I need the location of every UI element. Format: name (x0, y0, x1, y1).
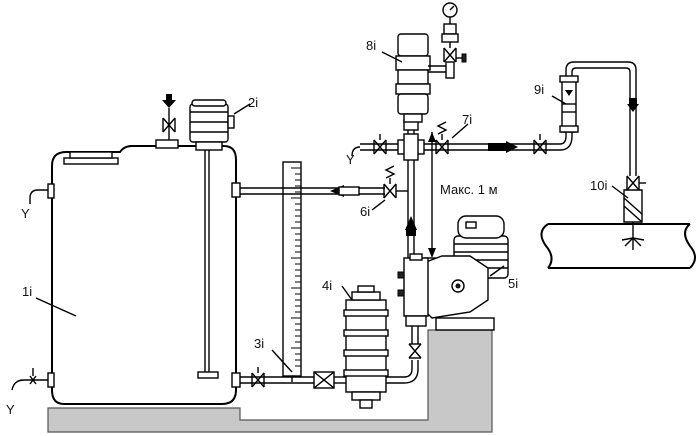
suction-line (240, 326, 422, 389)
label-flow-meter: 9i (534, 82, 544, 97)
relief-valve (371, 165, 408, 211)
mixer (189, 99, 251, 379)
label-back-pressure-valve: 7i (462, 112, 472, 127)
return-line (240, 185, 385, 197)
supply-line (424, 121, 573, 155)
label-pump: 5i (508, 276, 518, 291)
label-mixer: 2i (248, 95, 258, 110)
discharge-line: Y (346, 119, 425, 258)
label-calibration-column: 3i (254, 336, 264, 351)
dosing-pump (397, 215, 509, 331)
svg-text:Y: Y (6, 402, 15, 417)
filter (341, 285, 389, 409)
tank-inlet-valve (162, 94, 176, 140)
label-tank: 1i (22, 284, 32, 299)
process-pipe (540, 223, 696, 269)
injection-nozzle (611, 175, 646, 250)
tank: Y Y (6, 139, 241, 417)
calibration-column (271, 161, 302, 382)
labels: 1i 2i 3i 4i 5i 6i 7i 8i 9i 10i Макс. 1 м (22, 38, 607, 351)
label-injection-nozzle: 10i (590, 178, 607, 193)
label-pulsation-damper: 8i (366, 38, 376, 53)
height-note: Макс. 1 м (440, 182, 498, 197)
svg-text:Y: Y (346, 152, 355, 167)
label-relief-valve: 6i (360, 204, 370, 219)
pulsation-damper (381, 2, 467, 123)
label-filter: 4i (322, 278, 332, 293)
svg-text:Y: Y (21, 206, 30, 221)
flow-meter (551, 61, 639, 176)
height-dimension (424, 132, 440, 259)
floor-base (47, 329, 493, 433)
